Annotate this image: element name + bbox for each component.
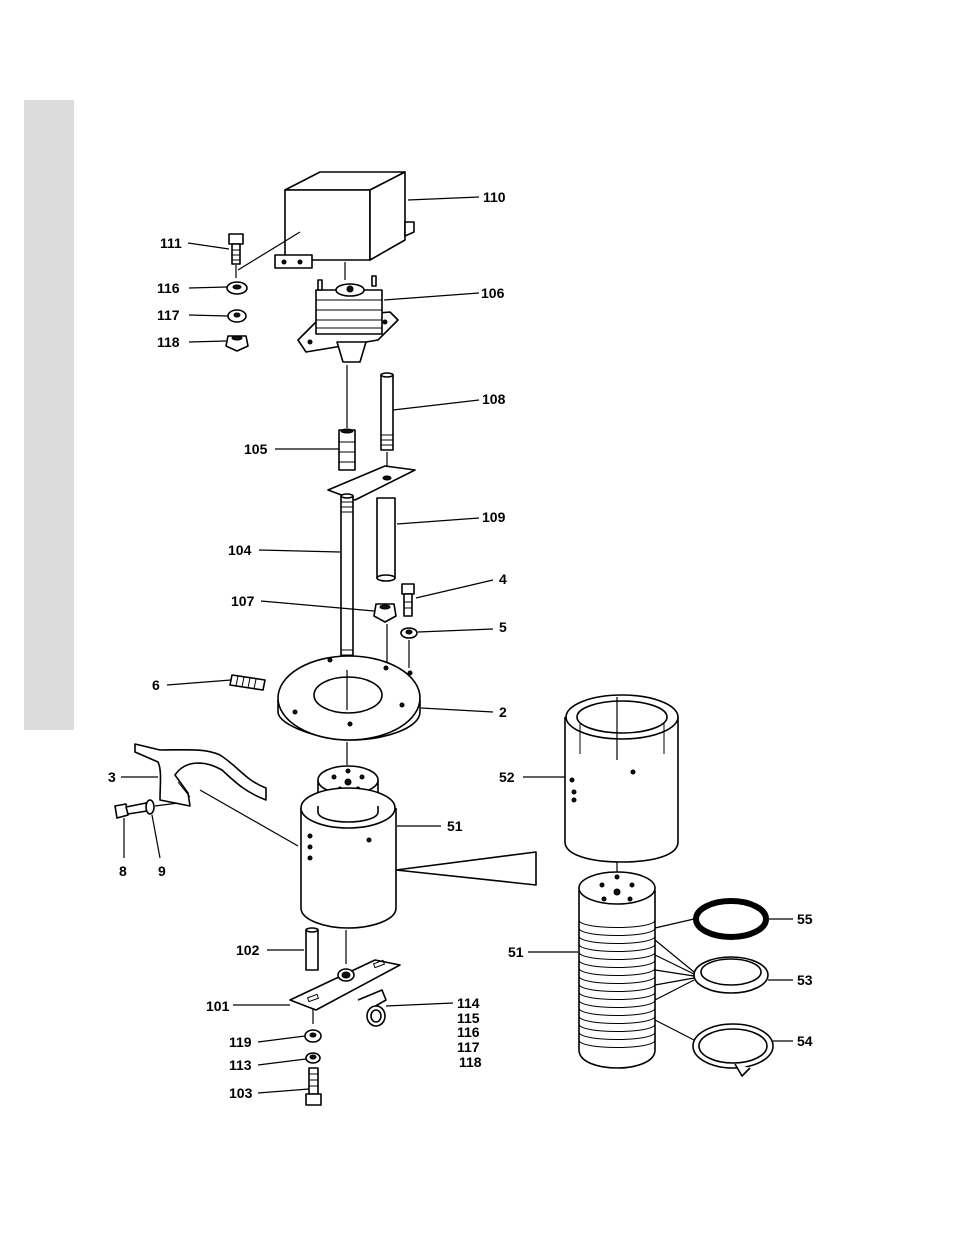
nut-118: [226, 336, 248, 351]
label-104: 104: [228, 542, 252, 558]
nut-107: [374, 604, 396, 622]
label-105: 105: [244, 441, 268, 457]
label-113: 113: [229, 1057, 252, 1073]
rod-108: [381, 373, 393, 450]
label-111: 111: [160, 235, 182, 251]
label-107: 107: [231, 593, 255, 609]
bolt-8: [115, 803, 147, 818]
washer-116: [227, 282, 247, 294]
washer-113: [306, 1053, 320, 1063]
washer-9: [146, 800, 154, 814]
label-3: 3: [108, 769, 116, 785]
label-52: 52: [499, 769, 515, 785]
bracket-3: [135, 744, 266, 806]
bolt-4: [402, 584, 414, 616]
threaded-rod-104: [341, 494, 353, 668]
clamp-114: [358, 990, 386, 1026]
label-116: 116: [157, 280, 180, 296]
label-114: 114: [457, 995, 480, 1011]
relay-box-part: [275, 172, 414, 280]
label-102: 102: [236, 942, 260, 958]
washer-117: [228, 310, 246, 322]
label-54: 54: [797, 1033, 813, 1049]
label-117: 117: [157, 307, 180, 323]
label-101: 101: [206, 998, 230, 1014]
switch-assembly-106: [298, 276, 398, 362]
sleeve-52: [565, 695, 678, 862]
washer-119: [305, 1030, 321, 1042]
label-118: 118: [157, 334, 180, 350]
cylinder-51-left: [301, 766, 396, 928]
label-119: 119: [229, 1034, 252, 1050]
ring-53: [694, 957, 768, 993]
leader-lines: [121, 197, 793, 1093]
label-110: 110: [483, 189, 506, 205]
coupler-105: [339, 429, 355, 470]
label-6: 6: [152, 677, 160, 693]
bolt-103: [306, 1068, 321, 1105]
bolt-111: [229, 234, 243, 264]
label-53: 53: [797, 972, 813, 988]
snap-ring-54: [693, 1024, 773, 1076]
label-8: 8: [119, 863, 127, 879]
label-117-b: 117: [457, 1039, 480, 1055]
o-ring-55: [696, 901, 766, 937]
washer-5: [401, 628, 417, 638]
label-4: 4: [499, 571, 507, 587]
label-51-left: 51: [447, 818, 463, 834]
flange-ring-2: [278, 656, 420, 740]
label-116-b: 116: [457, 1024, 480, 1040]
label-5: 5: [499, 619, 507, 635]
label-108: 108: [482, 391, 506, 407]
label-55: 55: [797, 911, 813, 927]
label-103: 103: [229, 1085, 253, 1101]
label-9: 9: [158, 863, 166, 879]
label-2: 2: [499, 704, 507, 720]
cylinder-51-right: [579, 872, 655, 1068]
label-51-right: 51: [508, 944, 524, 960]
set-screw-6: [230, 675, 265, 690]
label-106: 106: [481, 285, 505, 301]
label-118-b: 118: [459, 1054, 482, 1070]
label-109: 109: [482, 509, 506, 525]
pin-102: [306, 928, 318, 970]
